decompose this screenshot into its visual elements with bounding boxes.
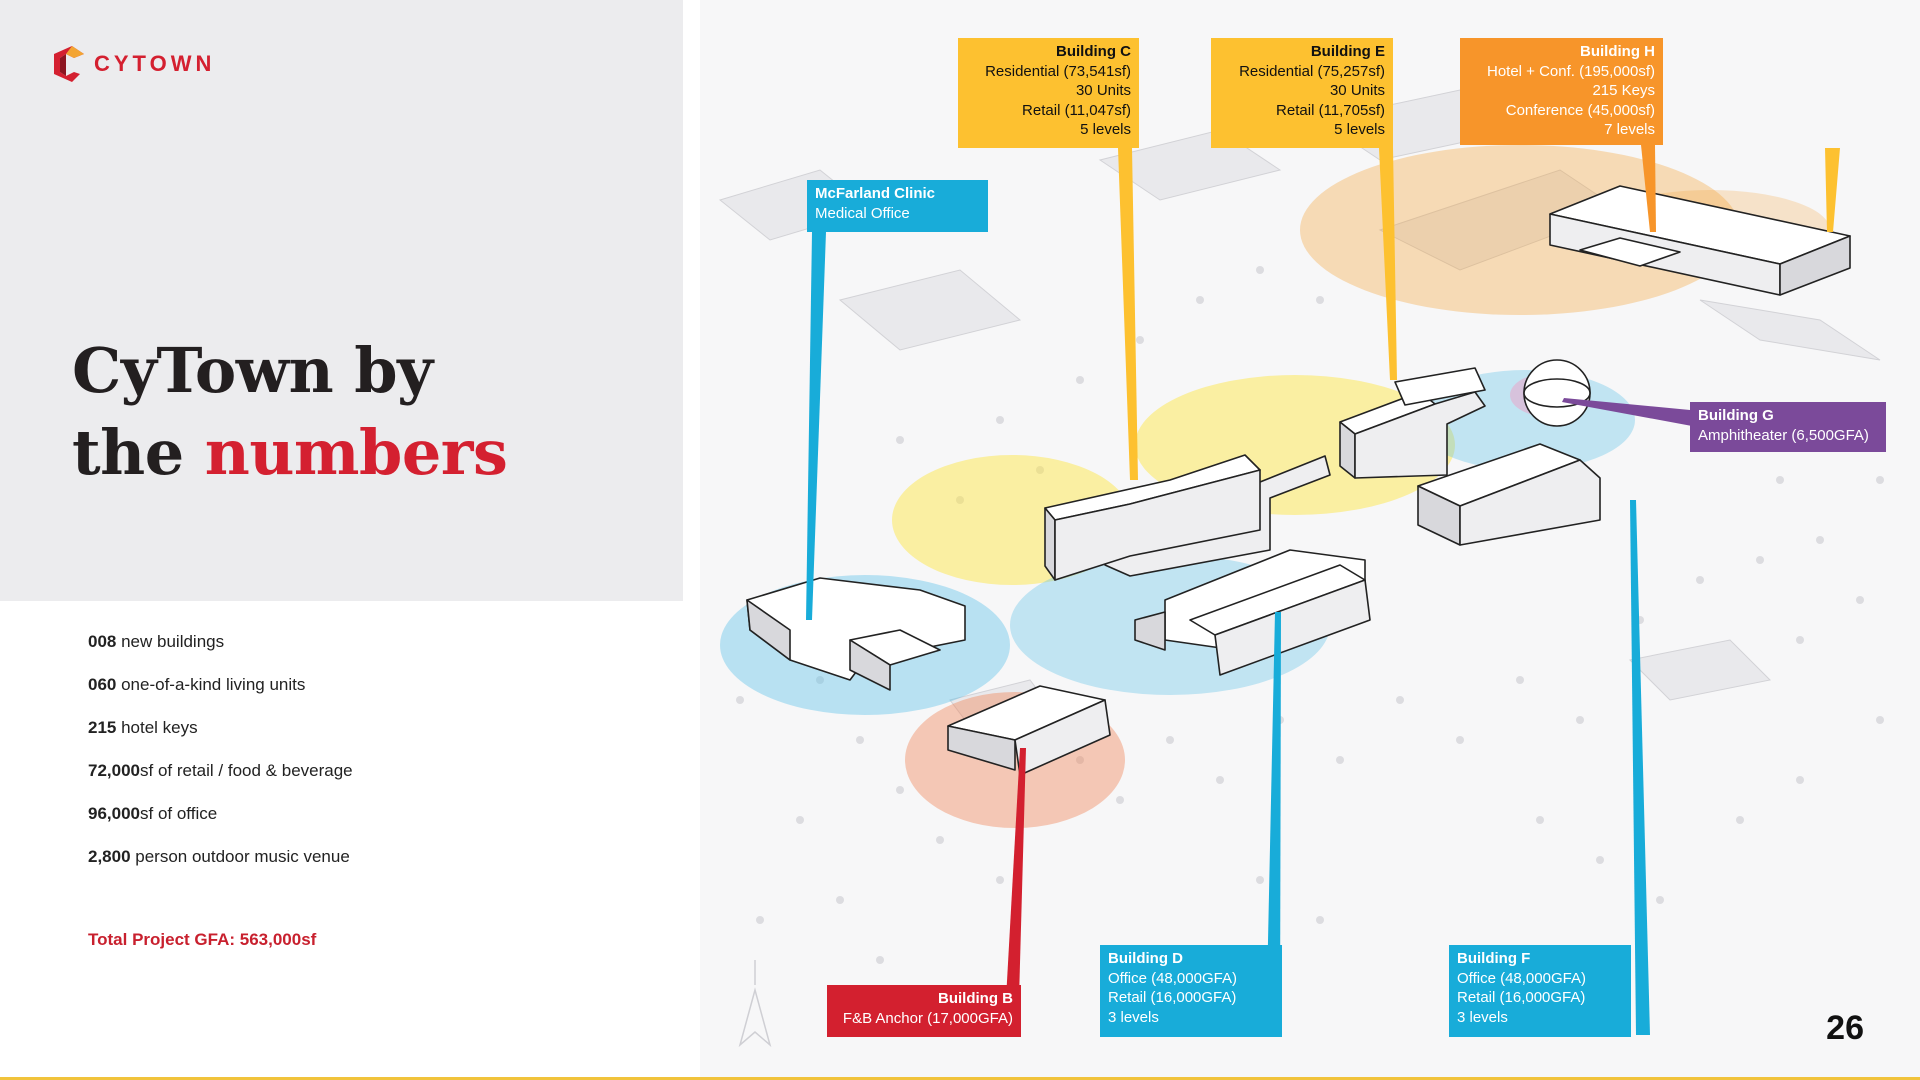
- callout-title: Building B: [938, 990, 1013, 1007]
- stat-value: 96,000: [88, 804, 140, 823]
- page-title: CyTown by the numbers: [72, 330, 508, 494]
- callout-line: 3 levels: [1108, 1008, 1159, 1026]
- title-line-2: the numbers: [72, 412, 508, 494]
- stat-item: 060 one-of-a-kind living units: [88, 671, 608, 714]
- callout-building-d: Building D Office (48,000GFA) Retail (16…: [1100, 945, 1282, 1037]
- callout-title: Building F: [1457, 950, 1531, 967]
- stat-label: sf of office: [140, 804, 218, 823]
- callout-building-e: Building E Residential (75,257sf) 30 Uni…: [1211, 38, 1393, 148]
- callout-line: Conference (45,000sf): [1505, 101, 1655, 119]
- callout-line: Office (48,000GFA): [1457, 969, 1586, 987]
- north-arrow-icon: [738, 960, 772, 1048]
- site-plan-illustration: [718, 89, 1884, 1048]
- callout-line: 30 Units: [1075, 82, 1131, 99]
- buildings: [746, 185, 1851, 776]
- title-accent: numbers: [204, 416, 508, 489]
- callout-line: Residential (75,257sf): [1239, 62, 1385, 80]
- brand-name: CYTOWN: [94, 51, 216, 76]
- stat-label: new buildings: [116, 632, 225, 651]
- stat-item: 215 hotel keys: [88, 714, 608, 757]
- stats-list: 008 new buildings 060 one-of-a-kind livi…: [88, 628, 608, 886]
- callout-line: 5 levels: [1334, 121, 1385, 138]
- callout-line: 7 levels: [1604, 121, 1655, 138]
- callout-line: 3 levels: [1457, 1008, 1508, 1026]
- callout-title: Building G: [1698, 407, 1774, 424]
- callout-leader-lines: [806, 145, 1840, 1035]
- stat-label: hotel keys: [116, 718, 198, 737]
- stat-item: 2,800 person outdoor music venue: [88, 843, 608, 886]
- brand-logo: CYTOWN: [50, 44, 215, 84]
- callout-building-c: Building C Residential (73,541sf) 30 Uni…: [958, 38, 1139, 148]
- callout-line: Medical Office: [815, 204, 910, 222]
- stat-value: 2,800: [88, 847, 131, 866]
- callout-line: Hotel + Conf. (195,000sf): [1486, 62, 1655, 80]
- callout-title: Building H: [1580, 43, 1655, 60]
- cytown-logo-icon: [54, 46, 84, 82]
- callout-line: Retail (11,047sf): [1022, 101, 1131, 119]
- stat-value: 72,000: [88, 761, 140, 780]
- callout-line: Amphitheater (6,500GFA): [1698, 426, 1869, 444]
- stat-item: 008 new buildings: [88, 628, 608, 671]
- callout-building-b: Building B F&B Anchor (17,000GFA): [827, 985, 1021, 1037]
- callout-line: 5 levels: [1080, 121, 1131, 138]
- callout-building-h: Building H Hotel + Conf. (195,000sf) 215…: [1460, 38, 1663, 145]
- callout-title: Building D: [1108, 950, 1183, 967]
- callout-line: 215 Keys: [1592, 82, 1655, 99]
- callout-line: Retail (16,000GFA): [1457, 989, 1586, 1006]
- callout-line: Retail (11,705sf): [1276, 101, 1385, 119]
- title-line-1: CyTown by: [72, 334, 433, 407]
- stat-value: 008: [88, 632, 117, 651]
- callout-title: Building C: [1056, 43, 1131, 60]
- stat-label: sf of retail / food & beverage: [140, 761, 353, 780]
- callout-line: Retail (16,000GFA): [1108, 989, 1237, 1006]
- callout-mcfarland-clinic: McFarland Clinic Medical Office: [807, 180, 988, 232]
- stat-label: person outdoor music venue: [130, 847, 350, 866]
- callout-title: McFarland Clinic: [815, 185, 936, 202]
- callout-line: F&B Anchor (17,000GFA): [842, 1009, 1013, 1027]
- callout-building-f: Building F Office (48,000GFA) Retail (16…: [1449, 945, 1631, 1037]
- stat-item: 72,000sf of retail / food & beverage: [88, 757, 608, 800]
- stat-value: 060: [88, 675, 117, 694]
- callout-line: 30 Units: [1329, 82, 1385, 99]
- callout-title: Building E: [1310, 43, 1385, 60]
- callout-line: Residential (73,541sf): [985, 62, 1131, 80]
- stat-item: 96,000sf of office: [88, 800, 608, 843]
- stat-value: 215: [88, 718, 117, 737]
- bottom-accent-bar: [0, 1077, 1920, 1080]
- total-gfa: Total Project GFA: 563,000sf: [88, 930, 317, 949]
- page-number: 26: [1826, 1009, 1864, 1047]
- title-prefix: the: [72, 416, 205, 489]
- site-map: Building C Residential (73,541sf) 30 Uni…: [700, 0, 1920, 1078]
- callout-building-g: Building G Amphitheater (6,500GFA): [1690, 402, 1886, 452]
- stat-label: one-of-a-kind living units: [116, 675, 306, 694]
- left-panel: [0, 0, 683, 601]
- callout-line: Office (48,000GFA): [1108, 969, 1237, 987]
